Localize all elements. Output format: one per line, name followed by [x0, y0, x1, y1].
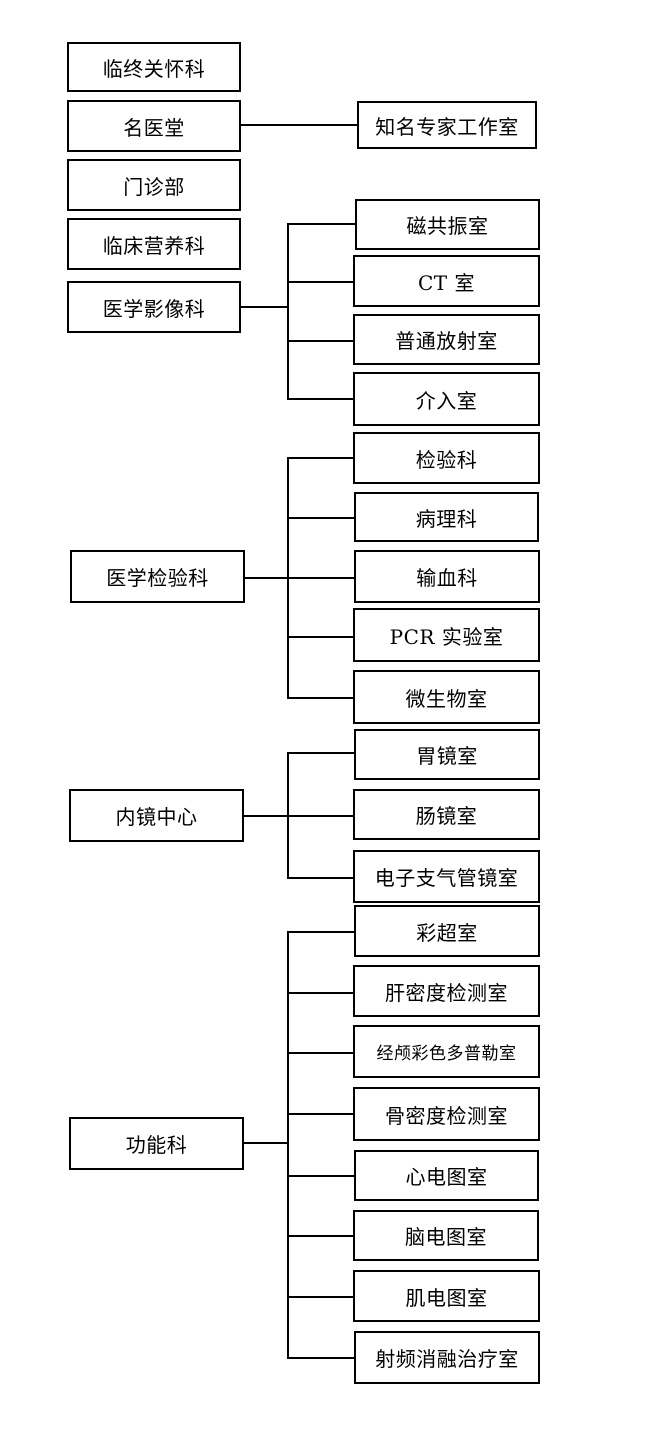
connector-line	[287, 340, 354, 342]
bronchoscopy-room-box: 电子支气管镜室	[353, 850, 540, 903]
interventional-room-box: 介入室	[353, 372, 540, 426]
connector-line	[287, 281, 354, 283]
colonoscopy-room-box: 肠镜室	[353, 789, 540, 840]
microbiology-room-box: 微生物室	[353, 670, 540, 724]
dept-clinical-nutrition-box: 临床营养科	[67, 218, 241, 270]
connector-line	[244, 1142, 289, 1144]
connector-line	[287, 1357, 355, 1359]
pcr-lab-box: PCR 实验室	[353, 608, 540, 662]
radiology-room-box: 普通放射室	[353, 314, 540, 365]
connector-line	[241, 124, 358, 126]
connector-line	[287, 931, 289, 1358]
connector-line	[241, 306, 288, 308]
connector-line	[287, 636, 354, 638]
color-ultrasound-room-box: 彩超室	[354, 905, 540, 957]
dept-laboratory-box: 医学检验科	[70, 550, 245, 603]
liver-density-room-box: 肝密度检测室	[353, 965, 540, 1017]
connector-line	[287, 752, 355, 754]
dept-imaging-box: 医学影像科	[67, 281, 241, 333]
dept-endoscopy-box: 内镜中心	[69, 789, 244, 842]
gastroscopy-room-box: 胃镜室	[354, 729, 540, 780]
connector-line	[287, 1175, 355, 1177]
connector-line	[244, 815, 354, 817]
connector-line	[245, 577, 355, 579]
connector-line	[287, 931, 355, 933]
bone-density-room-box: 骨密度检测室	[353, 1087, 540, 1141]
connector-line	[287, 877, 354, 879]
ecg-room-box: 心电图室	[354, 1150, 539, 1201]
connector-line	[287, 1235, 353, 1237]
ct-room-box: CT 室	[353, 255, 540, 307]
connector-line	[287, 1052, 353, 1054]
pathology-dept-box: 病理科	[354, 492, 539, 542]
connector-line	[287, 457, 289, 698]
radiofrequency-ablation-room-box: 射频消融治疗室	[354, 1331, 540, 1384]
connector-line	[287, 517, 355, 519]
dept-functional-box: 功能科	[69, 1117, 244, 1170]
blood-transfusion-dept-box: 输血科	[354, 550, 540, 603]
connector-line	[287, 223, 289, 399]
connector-line	[287, 223, 356, 225]
connector-line	[287, 398, 354, 400]
dept-famous-doctors-box: 名医堂	[67, 100, 241, 152]
connector-line	[287, 697, 354, 699]
expert-studio-box: 知名专家工作室	[357, 101, 537, 149]
connector-line	[287, 1296, 353, 1298]
emg-room-box: 肌电图室	[353, 1270, 540, 1322]
eeg-room-box: 脑电图室	[353, 1210, 539, 1261]
tcd-room-box: 经颅彩色多普勒室	[353, 1025, 540, 1078]
connector-line	[287, 752, 289, 879]
dept-hospice-box: 临终关怀科	[67, 42, 241, 92]
dept-outpatient-box: 门诊部	[67, 159, 241, 211]
connector-line	[287, 992, 353, 994]
testing-dept-box: 检验科	[353, 432, 540, 484]
mri-room-box: 磁共振室	[355, 199, 540, 250]
connector-line	[287, 1113, 353, 1115]
connector-line	[287, 457, 354, 459]
